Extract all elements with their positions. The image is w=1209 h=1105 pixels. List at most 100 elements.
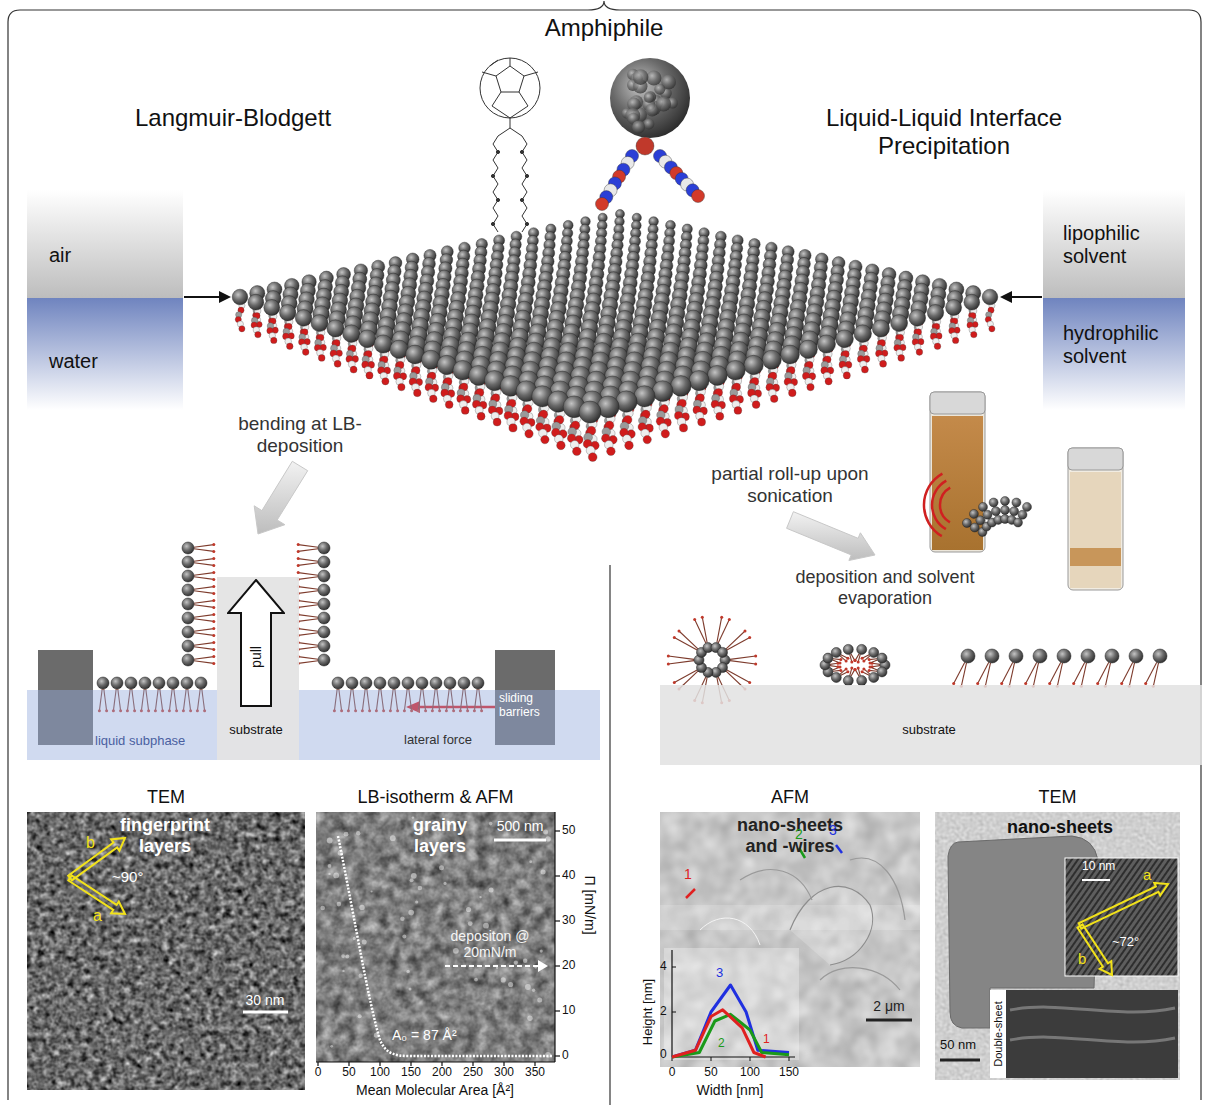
amphiphile-tails: [557, 441, 566, 450]
tem-image-right: [1065, 858, 1178, 976]
annotation-label: Π [mN/m]: [582, 875, 598, 934]
interface-arrow: [184, 296, 222, 298]
panel-heading: AFM: [660, 787, 920, 808]
annotation-label: Height [nm]: [641, 979, 656, 1045]
space-filling-model: [656, 96, 671, 111]
deposited-structures: [668, 661, 694, 664]
deposited-structures: [717, 617, 722, 643]
fullerene-sheet: [744, 355, 763, 374]
fullerene-sheet: [579, 401, 601, 423]
afm-image-lb: [443, 882, 446, 885]
deposited-structures: [1033, 649, 1047, 663]
annotation-label: 2: [718, 1037, 725, 1051]
space-filling-model: [646, 70, 661, 85]
annotation-label: sliding barriers: [499, 692, 555, 720]
rolling-sheet: [969, 509, 978, 518]
lb-film-molecules: [388, 677, 400, 689]
lb-film-molecules: [298, 643, 318, 646]
deposited-structures: [1122, 662, 1133, 683]
lb-film-molecules: [298, 601, 318, 604]
lb-film-molecules: [297, 557, 300, 560]
deposited-structures: [954, 662, 965, 683]
annotation-label: A₀ = 87 Å²: [392, 1027, 457, 1043]
amphiphile-tails: [541, 435, 549, 443]
lb-film-molecules: [212, 662, 215, 665]
afm-image-lb: [514, 961, 518, 965]
annotation-label: Liquid-Liquid Interface Precipitation: [794, 104, 1094, 159]
medium-band: air: [27, 190, 183, 298]
afm-image-sheets: [686, 889, 695, 898]
height-profile-plot: [672, 950, 795, 1061]
fullerene-sheet: [781, 345, 800, 364]
lb-film-molecules: [416, 677, 428, 689]
deposited-structures: [1074, 662, 1085, 683]
lb-film-molecules: [297, 543, 300, 546]
fullerene-sheet: [817, 335, 835, 353]
lb-film-molecules: [212, 634, 215, 637]
panel-heading: TEM: [27, 787, 305, 808]
lb-film-molecules: [318, 640, 330, 652]
annotation-label: a: [93, 907, 102, 925]
deposited-structures: [839, 669, 842, 672]
skeletal-formula: [525, 222, 528, 225]
lb-film-molecules: [194, 577, 214, 580]
afm-image-sheets: [660, 812, 920, 1067]
lb-film-molecules: [212, 648, 215, 651]
lb-film-molecules: [297, 571, 300, 574]
lb-film-molecules: [212, 592, 215, 595]
deposited-structures: [1105, 649, 1119, 663]
lb-film-molecules: [182, 598, 194, 610]
tem-image-right: [1010, 1007, 1175, 1042]
lb-film-molecules: [212, 655, 215, 658]
afm-image-lb: [411, 873, 417, 879]
afm-image-lb: [489, 822, 493, 826]
sample-vial: [1068, 448, 1123, 470]
lb-film-molecules: [212, 627, 215, 630]
annotation-label: 50 nm: [940, 1038, 976, 1053]
deposited-structures: [869, 666, 872, 669]
fullerene-sheet: [232, 210, 998, 424]
afm-image-lb: [494, 839, 546, 842]
amphiphile-tails: [934, 343, 941, 350]
deposited-structures: [702, 617, 707, 643]
sample-vial: [1070, 548, 1121, 566]
height-profile-plot: [671, 950, 672, 1057]
annotation-label: 50: [562, 824, 575, 838]
lb-film-molecules: [182, 654, 194, 666]
lb-film-molecules: [298, 629, 318, 632]
annotation-label: 30: [562, 914, 575, 928]
fullerene-sheet: [762, 350, 781, 369]
rolling-sheet: [1014, 518, 1023, 527]
fullerene-sheet: [799, 340, 817, 358]
rolling-sheet: [924, 474, 942, 536]
amphiphile-tails: [989, 326, 995, 332]
afm-image-lb: [466, 907, 471, 912]
lb-film-molecules: [298, 661, 318, 664]
deposited-structures: [857, 644, 867, 654]
lb-film-molecules: [298, 573, 318, 576]
annotation-label: 1: [684, 866, 692, 882]
amphiphile-tails: [334, 360, 341, 367]
afm-image-lb: [409, 987, 412, 990]
afm-image-lb: [415, 900, 418, 903]
rolling-sheet: [924, 474, 1032, 537]
fullerene-sheet: [264, 300, 280, 316]
annotation-label: Langmuir-Blodgett: [135, 104, 331, 132]
annotation-label: 40: [562, 869, 575, 883]
afm-image-lb: [390, 835, 396, 841]
deposited-structures: [1002, 662, 1013, 683]
lb-film-molecules: [298, 647, 318, 650]
amphiphile-tails: [287, 343, 294, 350]
deposited-structures: [845, 667, 848, 670]
deposited-structures: [854, 659, 857, 662]
lb-film-molecules: [318, 556, 330, 568]
lb-film-molecules: [318, 584, 330, 596]
amphiphile-tails: [398, 383, 405, 390]
afm-image-lb: [555, 1010, 560, 1011]
deposited-structures: [1026, 662, 1037, 683]
lb-film-molecules: [430, 677, 442, 689]
afm-image-sheets: [664, 948, 799, 1060]
afm-image-lb: [408, 910, 414, 916]
pull-arrow-outline: [228, 580, 284, 706]
annotation-label: 300: [494, 1066, 514, 1080]
